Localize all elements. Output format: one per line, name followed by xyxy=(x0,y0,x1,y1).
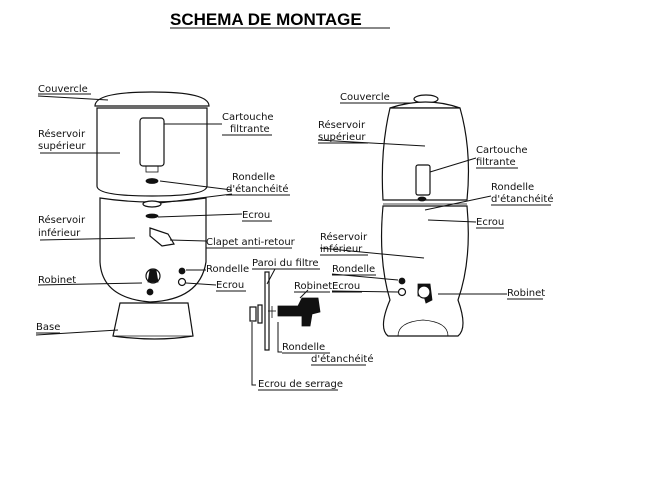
left-label-reservoir-inf-2: inférieur xyxy=(38,227,81,239)
detail-callouts xyxy=(251,268,309,386)
diagram-title: SCHEMA DE MONTAGE xyxy=(170,10,362,29)
right-label-reservoir-sup-2: supérieur xyxy=(318,131,366,143)
right-label-reservoir-inf-2: inférieur xyxy=(320,243,363,255)
right-label-rondelle-etanch-1: Rondelle xyxy=(491,182,534,193)
detail-label-robinet: Robinet xyxy=(294,281,332,292)
right-cartridge xyxy=(415,164,431,196)
right-label-cartouche-2: filtrante xyxy=(476,157,516,168)
detail-label-rondelle-2: d'étanchéité xyxy=(311,353,373,365)
right-label-ecrou-2: Ecrou xyxy=(332,281,360,292)
left-label-ecrou: Ecrou xyxy=(242,210,270,221)
tap-detail xyxy=(249,271,321,351)
left-base xyxy=(112,302,194,340)
right-label-reservoir-sup-1: Réservoir xyxy=(318,119,366,131)
right-label-reservoir-inf-1: Réservoir xyxy=(320,231,368,243)
right-tap xyxy=(417,283,433,304)
left-callouts xyxy=(35,95,243,336)
detail-label-paroi: Paroi du filtre xyxy=(252,258,319,269)
left-cartridge xyxy=(139,117,165,167)
right-label-ecrou: Ecrou xyxy=(476,217,504,228)
left-lid xyxy=(94,91,210,107)
right-lower-reservoir xyxy=(380,205,469,337)
left-label-rondelle: Rondelle xyxy=(206,264,249,275)
left-label-robinet: Robinet xyxy=(38,275,76,286)
left-label-reservoir-inf-1: Réservoir xyxy=(38,214,86,226)
right-label-couvercle: Couvercle xyxy=(340,92,390,103)
left-label-base: Base xyxy=(36,322,60,333)
right-label-rondelle: Rondelle xyxy=(332,264,375,275)
left-label-cartouche-2: filtrante xyxy=(230,124,270,135)
right-label-robinet: Robinet xyxy=(507,288,545,299)
left-label-cartouche-1: Cartouche xyxy=(222,112,274,123)
left-check-valve xyxy=(149,227,175,247)
left-lower-reservoir xyxy=(99,197,207,303)
left-nut xyxy=(142,200,162,208)
left-tap xyxy=(145,268,161,296)
right-upper-reservoir xyxy=(381,107,470,201)
left-filter xyxy=(94,91,210,340)
right-label-rondelle-etanch-2: d'étanchéité xyxy=(491,193,553,205)
left-label-rondelle-etanch-2: d'étanchéité xyxy=(226,183,288,195)
left-gasket xyxy=(145,178,159,184)
detail-label-rondelle-1: Rondelle xyxy=(282,342,325,353)
right-callouts xyxy=(317,102,507,295)
left-label-reservoir-sup-1: Réservoir xyxy=(38,128,86,140)
left-label-ecrou-2: Ecrou xyxy=(216,280,244,291)
right-filter xyxy=(380,94,470,337)
left-label-clapet: Clapet anti-retour xyxy=(206,237,296,248)
detail-label-ecrou-serrage: Ecrou de serrage xyxy=(258,379,343,390)
left-label-rondelle-etanch-1: Rondelle xyxy=(232,172,275,183)
left-label-reservoir-sup-2: supérieur xyxy=(38,140,86,152)
left-label-couvercle: Couvercle xyxy=(38,84,88,95)
detail-tap xyxy=(277,297,321,327)
right-label-cartouche-1: Cartouche xyxy=(476,145,528,156)
